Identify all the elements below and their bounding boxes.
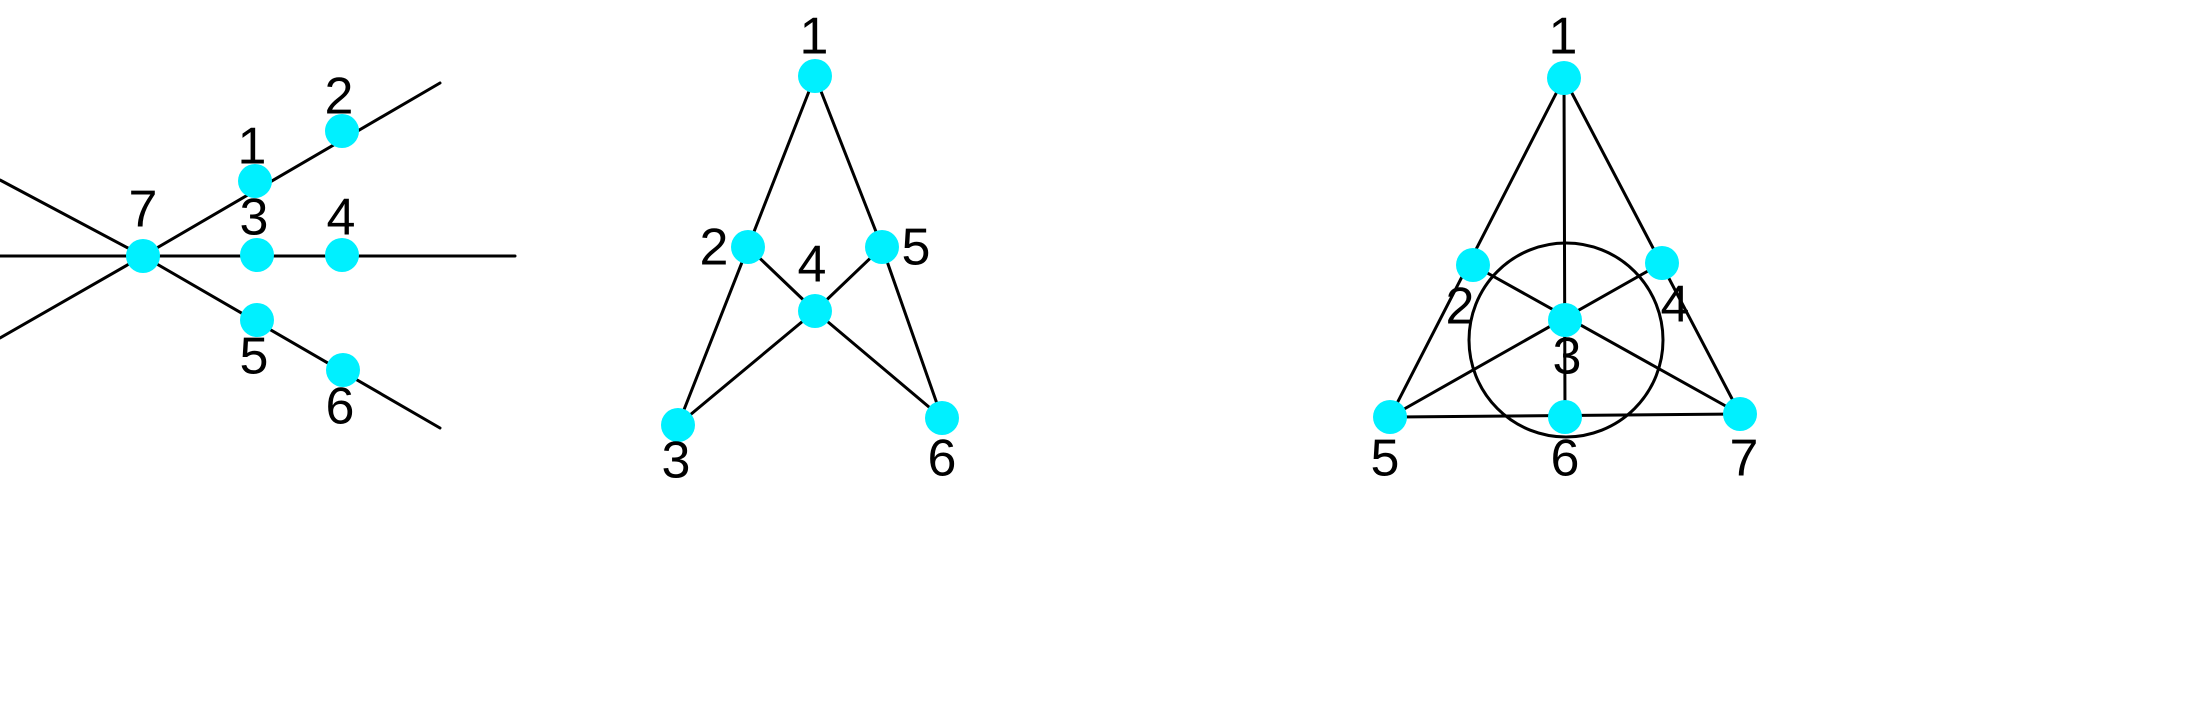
node-5[interactable] <box>1373 400 1407 434</box>
line-upper-right <box>141 81 442 258</box>
node-label-7: 7 <box>1730 430 1759 488</box>
node-label-5: 5 <box>1371 430 1400 488</box>
node-label-6: 6 <box>928 430 957 488</box>
node-label-4: 4 <box>1661 276 1690 334</box>
node-3[interactable] <box>1548 303 1582 337</box>
node-2[interactable] <box>1456 248 1490 282</box>
node-label-2: 2 <box>700 219 729 277</box>
inscribed-circle-2-4-6 <box>1467 241 1665 439</box>
line-2-3 <box>676 245 750 427</box>
node-label-2: 2 <box>1446 278 1475 336</box>
line-5-6 <box>880 245 944 420</box>
node-4[interactable] <box>798 294 832 328</box>
line-4-3 <box>676 309 817 427</box>
line-1-2 <box>746 74 817 249</box>
fano-plane-configuration: 1 2 4 3 5 6 7 <box>1371 8 1759 488</box>
node-label-1: 1 <box>238 118 267 176</box>
line-upper-left <box>0 178 145 258</box>
line-4-6 <box>813 309 944 420</box>
node-5[interactable] <box>865 230 899 264</box>
six-point-configuration: 1 2 5 4 3 6 <box>661 8 959 490</box>
node-label-4: 4 <box>327 189 356 247</box>
node-3[interactable] <box>240 238 274 272</box>
node-6[interactable] <box>326 353 360 387</box>
line-4-3-5 <box>1388 261 1664 419</box>
node-1[interactable] <box>798 59 832 93</box>
node-label-1: 1 <box>1549 8 1578 66</box>
line-lower-right <box>141 254 442 430</box>
node-label-3: 3 <box>1553 328 1582 386</box>
node-2[interactable] <box>325 114 359 148</box>
node-label-5: 5 <box>902 219 931 277</box>
line-1-4-7 <box>1562 76 1742 416</box>
node-label-6: 6 <box>1551 430 1580 488</box>
node-label-3: 3 <box>662 432 691 490</box>
node-label-1: 1 <box>800 8 829 66</box>
node-4[interactable] <box>1645 246 1679 280</box>
node-label-7: 7 <box>129 181 158 239</box>
node-6[interactable] <box>925 401 959 435</box>
node-label-5: 5 <box>240 328 269 386</box>
node-6[interactable] <box>1548 400 1582 434</box>
node-label-6: 6 <box>326 378 355 436</box>
line-1-5 <box>813 74 884 249</box>
line-lower-left <box>0 254 145 340</box>
node-1[interactable] <box>238 164 272 198</box>
node-1[interactable] <box>1547 61 1581 95</box>
node-label-3: 3 <box>240 189 269 247</box>
line-1-2-5 <box>1388 76 1566 419</box>
node-4[interactable] <box>325 238 359 272</box>
node-7[interactable] <box>126 239 160 273</box>
node-label-4: 4 <box>798 236 827 294</box>
node-2[interactable] <box>731 230 765 264</box>
node-5[interactable] <box>240 303 274 337</box>
node-3[interactable] <box>661 408 695 442</box>
node-label-2: 2 <box>325 68 354 126</box>
node-7[interactable] <box>1723 397 1757 431</box>
line-2-3-7 <box>1471 263 1742 416</box>
line-1-3-6 <box>1562 76 1567 419</box>
